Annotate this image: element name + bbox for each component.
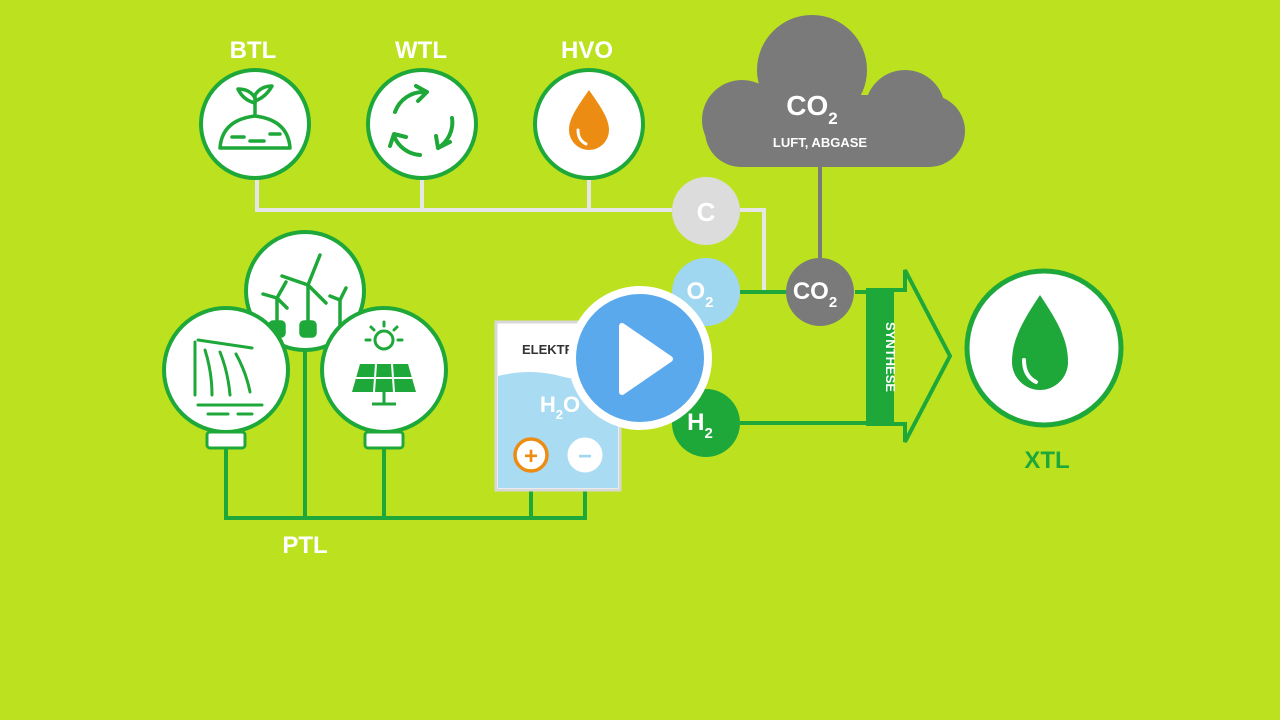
svg-text:CO2: CO2: [793, 278, 837, 311]
co2-node: CO2: [786, 258, 854, 326]
co2-cloud: CO2 LUFT, ABGASE: [702, 15, 965, 167]
btl-source: BTL: [199, 37, 311, 180]
ptl-group: PTL: [162, 230, 448, 559]
hydro-power-node: [162, 306, 290, 450]
biomass-icon: [218, 84, 292, 150]
solar-power-node: [320, 306, 448, 450]
synthesis-arrow: SYNTHESE: [866, 269, 953, 443]
svg-text:−: −: [578, 443, 592, 470]
svg-text:C: C: [697, 197, 716, 227]
plus-terminal: +: [513, 437, 549, 473]
minus-terminal: −: [567, 437, 603, 473]
wind-power-node: [244, 230, 366, 352]
svg-text:+: +: [524, 443, 538, 470]
wtl-source: WTL: [366, 37, 478, 180]
cloud-sublabel: LUFT, ABGASE: [773, 135, 867, 150]
ptl-label: PTL: [282, 532, 327, 559]
fuel-drop-icon: [1012, 295, 1068, 390]
carbon-node: C: [672, 177, 740, 245]
ptl-connectors: [224, 350, 587, 520]
carbon-connectors: [255, 175, 766, 292]
btl-label: BTL: [230, 37, 277, 64]
svg-text:O2: O2: [686, 278, 713, 311]
wtl-label: WTL: [395, 37, 447, 64]
svg-text:H2: H2: [687, 409, 713, 442]
hvo-label: HVO: [561, 37, 613, 64]
electrolyzer-water: H2O: [540, 392, 580, 422]
cloud-formula: CO2: [786, 90, 837, 128]
oil-drop-icon: [569, 90, 609, 150]
hydro-power-icon: [193, 338, 264, 416]
play-button[interactable]: [568, 286, 712, 430]
xtl-label: XTL: [1024, 447, 1069, 474]
recycle-icon: [388, 84, 455, 157]
synthesis-label: SYNTHESE: [883, 322, 898, 392]
solar-panel-icon: [352, 320, 416, 406]
xtl-output: XTL: [964, 268, 1124, 474]
play-icon: [619, 323, 673, 395]
hvo-source: HVO: [533, 37, 645, 180]
